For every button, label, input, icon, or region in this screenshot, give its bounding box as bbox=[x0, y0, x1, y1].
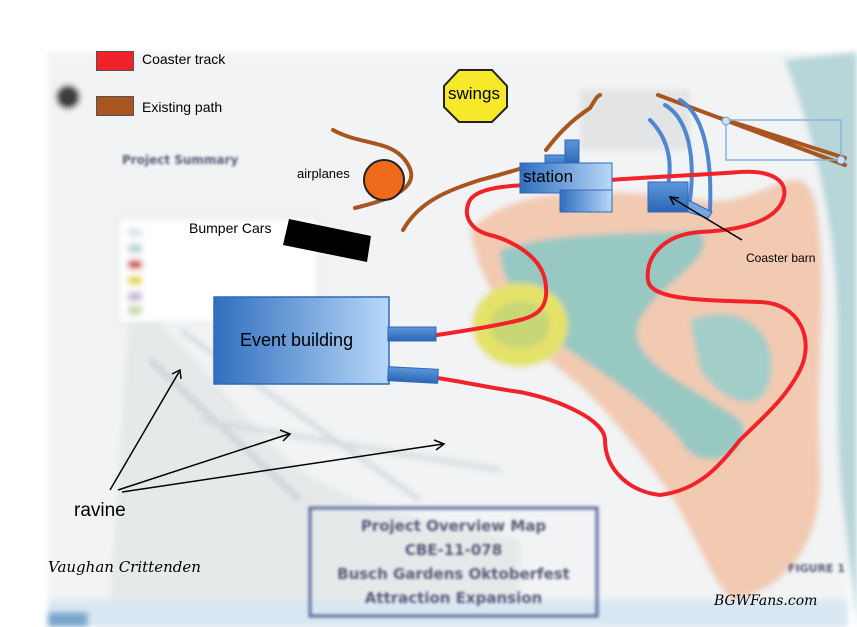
ravine-arrow-2 bbox=[117, 433, 290, 491]
ravine-arrow-1 bbox=[109, 371, 180, 491]
label-ravine: ravine bbox=[74, 500, 126, 521]
path-to-station bbox=[401, 164, 532, 232]
station-building bbox=[519, 139, 613, 213]
selection-box bbox=[725, 119, 842, 161]
label-airplanes: airplanes bbox=[297, 166, 350, 181]
ravine-arrow-3 bbox=[121, 443, 444, 493]
title-line-4: Attraction Expansion bbox=[364, 589, 543, 607]
handle-right bbox=[836, 155, 846, 165]
project-summary-text: Project Summary bbox=[122, 153, 239, 167]
path-diagonal-2 bbox=[718, 116, 847, 160]
label-bumper-cars: Bumper Cars bbox=[189, 220, 272, 236]
annotation-arrows bbox=[109, 196, 743, 493]
path-upper-2 bbox=[588, 93, 602, 110]
handle-left bbox=[721, 116, 731, 126]
title-line-2: CBE-11-078 bbox=[404, 541, 503, 559]
title-block: Project Overview Map CBE-11-078 Busch Ga… bbox=[312, 514, 595, 610]
legend-label-existing-path: Existing path bbox=[142, 99, 223, 115]
coaster-barn-building bbox=[647, 181, 689, 213]
coaster-track bbox=[435, 169, 808, 497]
label-station: station bbox=[523, 167, 574, 186]
author-credit: Vaughan Crittenden bbox=[48, 558, 201, 576]
coaster-barn-arrow bbox=[671, 197, 743, 241]
path-upper-1 bbox=[544, 106, 592, 152]
legend-swatch-existing-path bbox=[96, 96, 134, 116]
legend-label-coaster-track: Coaster track bbox=[142, 51, 226, 67]
title-line-3: Busch Gardens Oktoberfest bbox=[337, 565, 570, 583]
airplanes-icon bbox=[363, 159, 405, 201]
event-building bbox=[213, 296, 390, 385]
label-coaster-barn: Coaster barn bbox=[746, 251, 816, 265]
site-watermark: BGWFans.com bbox=[714, 593, 818, 609]
title-line-1: Project Overview Map bbox=[360, 517, 547, 535]
label-swings: swings bbox=[448, 84, 500, 103]
figure-label: FIGURE 1 bbox=[788, 562, 846, 575]
event-building-connector-upper bbox=[387, 326, 437, 342]
swings-icon bbox=[443, 69, 508, 123]
service-lines bbox=[648, 98, 713, 212]
legend-swatch-coaster-track bbox=[96, 51, 134, 71]
title-block-frame bbox=[308, 506, 599, 618]
event-building-connector-lower bbox=[387, 366, 439, 384]
bumper-cars-icon bbox=[283, 219, 371, 262]
label-event-building: Event building bbox=[240, 330, 354, 350]
